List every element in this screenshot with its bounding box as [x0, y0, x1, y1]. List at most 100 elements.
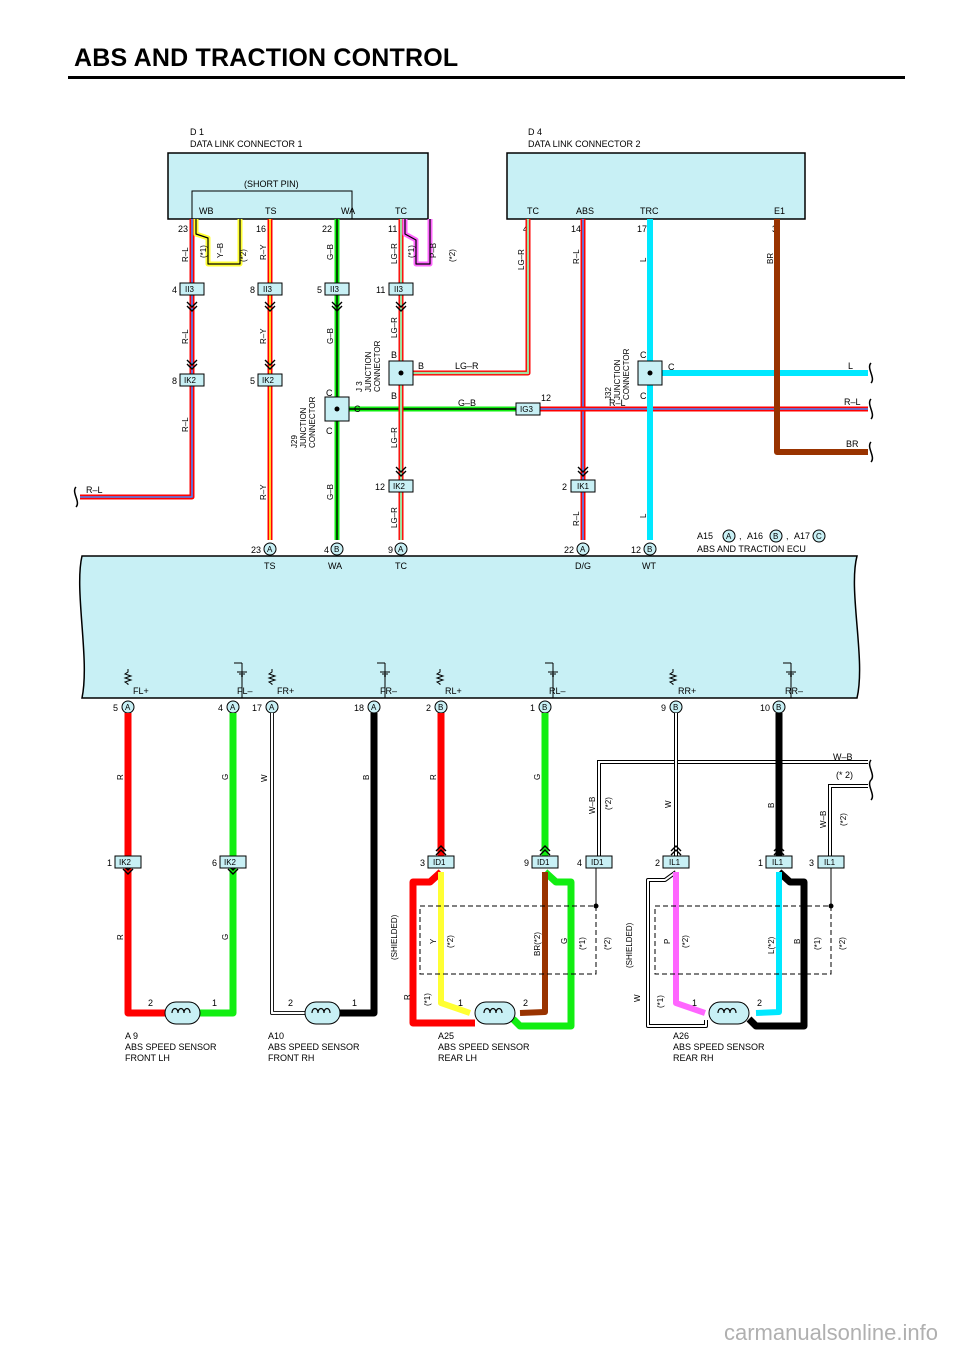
dlc2-pinno-17: 17 — [637, 224, 647, 234]
svg-text:IK1: IK1 — [577, 482, 590, 491]
svg-text:12: 12 — [375, 482, 385, 492]
svg-text:L: L — [639, 257, 648, 262]
svg-text:(*1): (*1) — [407, 245, 416, 258]
svg-text:IK2: IK2 — [119, 858, 132, 867]
dlc2-pin-abs: ABS — [576, 206, 594, 216]
wire-rl-r — [409, 713, 475, 1027]
svg-text:(*1): (*1) — [578, 937, 587, 950]
shield-box-rear-lh — [419, 905, 597, 975]
svg-text:B: B — [418, 361, 424, 371]
svg-text:RL+: RL+ — [445, 686, 462, 696]
svg-text:A: A — [398, 545, 404, 554]
svg-text:C: C — [640, 391, 647, 401]
svg-text:R–Y: R–Y — [259, 484, 268, 500]
svg-text:II3: II3 — [185, 285, 194, 294]
svg-text:(*2): (*2) — [446, 935, 455, 948]
svg-text:(*2): (*2) — [681, 935, 690, 948]
svg-text:W: W — [260, 774, 269, 782]
svg-text:R–Y: R–Y — [259, 328, 268, 344]
connectors-lower-upper: IK2 IK1 12 2 IG3 12 — [375, 393, 596, 493]
svg-text:IK2: IK2 — [184, 376, 197, 385]
svg-text:REAR RH: REAR RH — [673, 1053, 714, 1063]
svg-text:(*2): (*2) — [603, 937, 612, 950]
short-pin-label: (SHORT PIN) — [244, 179, 299, 189]
svg-text:ID1: ID1 — [591, 858, 604, 867]
svg-text:C: C — [326, 426, 333, 436]
svg-text:A25: A25 — [438, 1031, 454, 1041]
svg-text:(*1): (*1) — [199, 245, 208, 258]
svg-text:B: B — [334, 545, 339, 554]
svg-text:W–B: W–B — [819, 811, 828, 828]
svg-text:6: 6 — [212, 858, 217, 868]
dlc2-id: D 4 — [528, 127, 542, 137]
svg-text:A26: A26 — [673, 1031, 689, 1041]
svg-text:G–B: G–B — [458, 398, 476, 408]
svg-text:8: 8 — [250, 285, 255, 295]
svg-text:BR(*2): BR(*2) — [533, 932, 542, 956]
svg-text:D/G: D/G — [575, 561, 591, 571]
svg-text:FR–: FR– — [380, 686, 397, 696]
connectors-ik2-upper: IK2 IK2 8 5 — [172, 359, 283, 387]
svg-text:(*2): (*2) — [838, 937, 847, 950]
wire-rr-w — [646, 713, 708, 1028]
svg-text:A: A — [726, 532, 732, 541]
dlc1-pinno-11: 11 — [388, 224, 397, 234]
svg-text:LG–R: LG–R — [390, 507, 399, 528]
svg-text:C: C — [668, 362, 675, 372]
svg-text:R: R — [116, 934, 125, 940]
dlc2-pin-tc: TC — [527, 206, 539, 216]
svg-text:FL–: FL– — [237, 686, 253, 696]
svg-text:12: 12 — [541, 393, 551, 403]
svg-text:A15: A15 — [697, 531, 713, 541]
svg-text:2: 2 — [426, 703, 431, 713]
svg-text:ABS SPEED SENSOR: ABS SPEED SENSOR — [125, 1042, 217, 1052]
svg-text:A: A — [580, 545, 586, 554]
svg-text:2: 2 — [562, 482, 567, 492]
svg-text:B: B — [773, 532, 778, 541]
svg-text:2: 2 — [655, 858, 660, 868]
ecu-name: ABS AND TRACTION ECU — [697, 544, 806, 554]
svg-text:18: 18 — [354, 703, 364, 713]
svg-text:W–B: W–B — [833, 752, 853, 762]
svg-text:R: R — [116, 774, 125, 780]
svg-text:J29: J29 — [290, 435, 299, 448]
svg-text:TS: TS — [264, 561, 276, 571]
svg-text:1: 1 — [458, 998, 463, 1008]
junction-j29: C C C J29 JUNCTION CONNECTOR — [290, 388, 361, 448]
svg-text:II3: II3 — [394, 285, 403, 294]
svg-text:12: 12 — [631, 545, 641, 555]
svg-text:2: 2 — [523, 998, 528, 1008]
svg-text:ID1: ID1 — [537, 858, 550, 867]
svg-text:A 9: A 9 — [125, 1031, 138, 1041]
svg-text:R–L: R–L — [572, 249, 581, 264]
svg-text:BR: BR — [846, 439, 859, 449]
svg-text:C: C — [326, 388, 333, 398]
svg-text:9: 9 — [661, 703, 666, 713]
svg-text:R: R — [403, 994, 412, 1000]
svg-text:R–L: R–L — [86, 485, 103, 495]
upper-wire-labels: R–L (*1) Y–B (*2) R–Y G–B LG–R (*1) P–B … — [181, 243, 775, 528]
svg-text:A: A — [267, 545, 273, 554]
dlc1-pin-ts: TS — [265, 206, 277, 216]
svg-text:JUNCTION: JUNCTION — [613, 359, 622, 400]
dlc1-pinno-22: 22 — [322, 224, 332, 234]
svg-text:L: L — [639, 513, 648, 518]
dlc1-name: DATA LINK CONNECTOR 1 — [190, 139, 303, 149]
dlc1-pin-wb: WB — [199, 206, 214, 216]
svg-text:RR–: RR– — [785, 686, 803, 696]
svg-text:R: R — [429, 774, 438, 780]
svg-text:R–L: R–L — [181, 329, 190, 344]
svg-text:1: 1 — [692, 998, 697, 1008]
wire-rr-b — [746, 713, 808, 1030]
svg-text:WA: WA — [328, 561, 342, 571]
svg-text:B: B — [391, 391, 397, 401]
svg-text:CONNECTOR: CONNECTOR — [622, 348, 631, 400]
svg-text:C: C — [354, 404, 361, 414]
title-rule — [68, 76, 905, 79]
wire-rl-y — [438, 872, 471, 1016]
svg-text:22: 22 — [564, 545, 574, 555]
svg-text:4: 4 — [577, 858, 582, 868]
